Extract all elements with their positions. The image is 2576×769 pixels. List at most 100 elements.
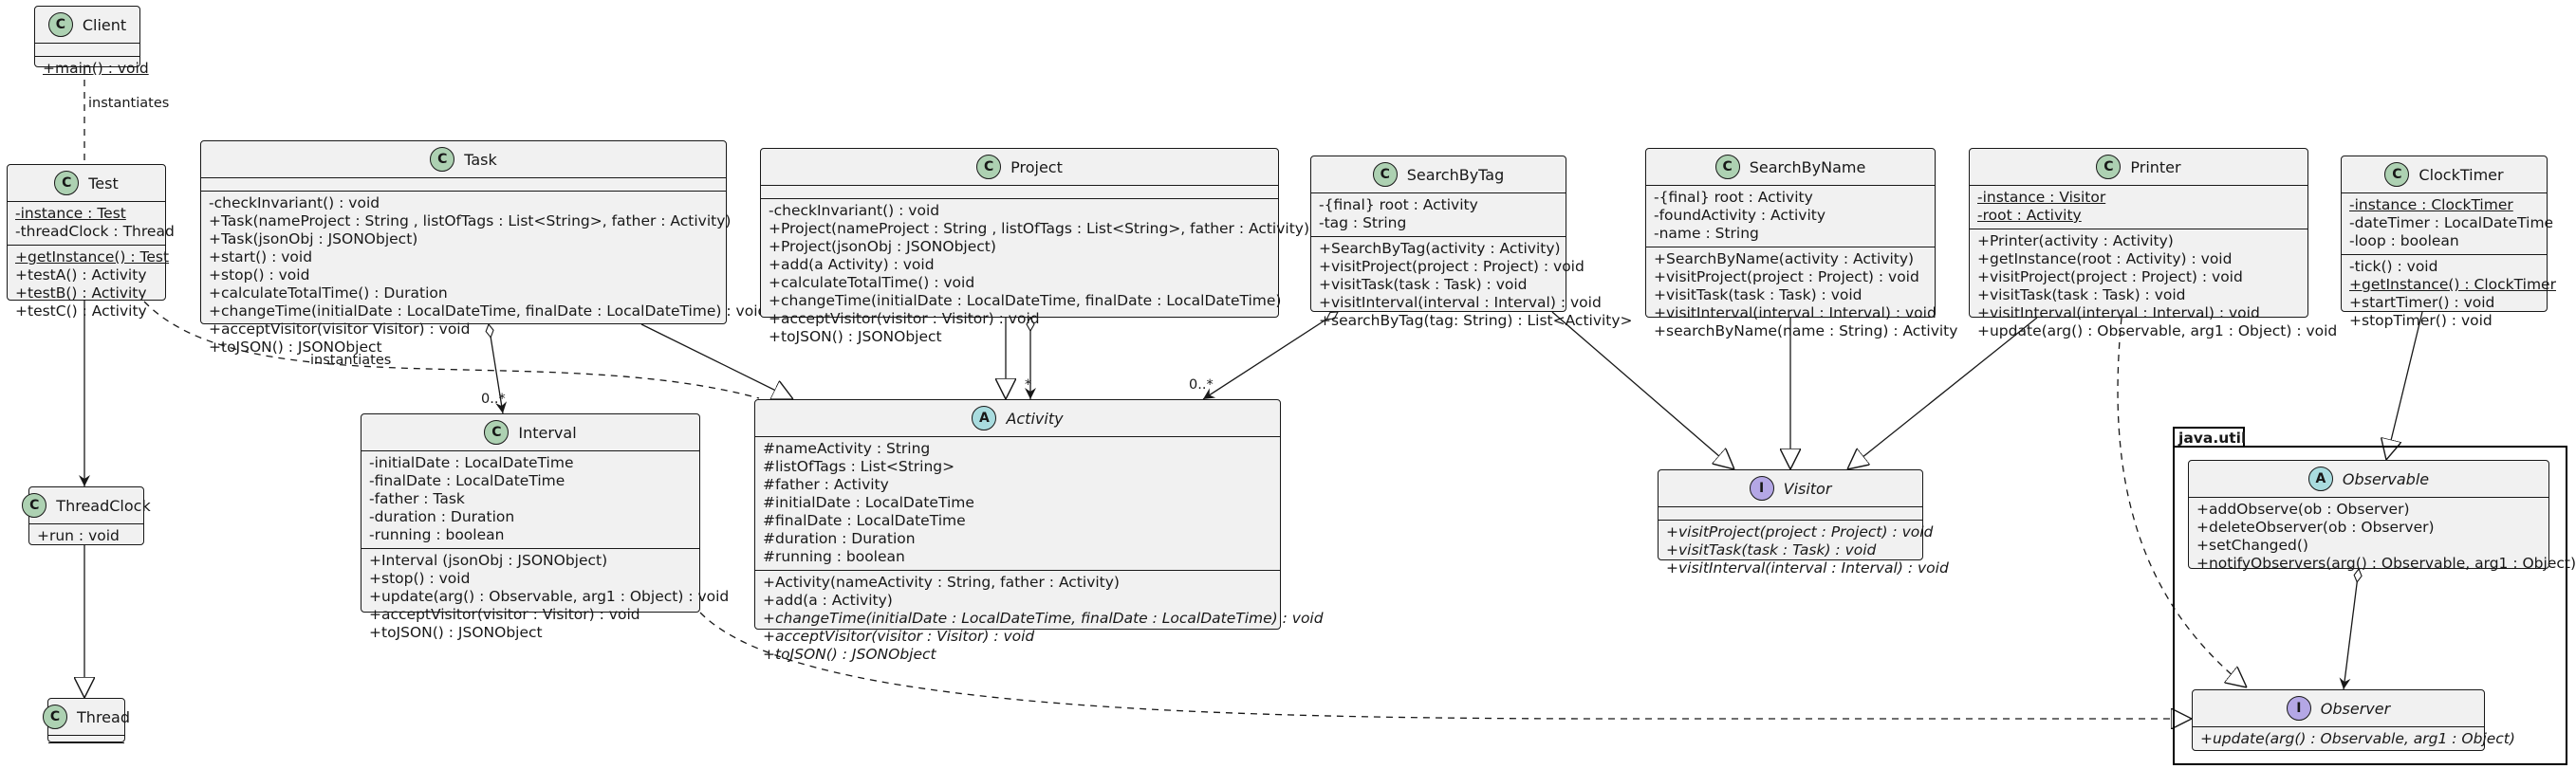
- field: -tag : String: [1319, 214, 1407, 231]
- class-icon: C: [484, 420, 510, 445]
- fields-section: [48, 736, 124, 743]
- method: +acceptVisitor(visitor : Visitor) : void: [769, 310, 1040, 327]
- method: +update(arg() : Observable, arg1 : Objec…: [2200, 730, 2515, 747]
- method: +acceptVisitor(visitor : Visitor) : void: [763, 628, 1035, 645]
- fields-section: -{final} root : Activity -tag : String: [1311, 193, 1566, 237]
- method: +Printer(activity : Activity): [1977, 232, 2174, 249]
- method: +changeTime(initialDate : LocalDateTime,…: [769, 292, 1282, 309]
- class-name: Client: [82, 15, 127, 34]
- field: -instance : ClockTimer: [2349, 196, 2513, 213]
- field: #listOfTags : List<String>: [763, 458, 955, 475]
- class-icon: C: [47, 12, 73, 37]
- field: -name : String: [1654, 225, 1759, 242]
- method: +deleteObserver(ob : Observer): [2196, 519, 2435, 536]
- method: +visitProject(project : Project) : void: [1319, 258, 1585, 275]
- method: +visitProject(project : Project) : void: [1666, 523, 1934, 540]
- class-icon: C: [43, 705, 68, 729]
- method: +visitTask(task : Task) : void: [1319, 276, 1528, 293]
- method: +visitProject(project : Project) : void: [1977, 268, 2243, 285]
- method: +getInstance() : ClockTimer: [2349, 276, 2556, 293]
- field: -foundActivity : Activity: [1654, 207, 1826, 224]
- method: +Task(jsonObj : JSONObject): [209, 230, 418, 247]
- link-clocktimer-observable: [2386, 311, 2423, 460]
- method: +startTimer() : void: [2349, 294, 2495, 311]
- class-observable[interactable]: A Observable +addObserve(ob : Observer) +…: [2188, 460, 2576, 572]
- method: +toJSON() : JSONObject: [769, 328, 942, 345]
- field: -root : Activity: [1977, 207, 2082, 224]
- methods-section: +Activity(nameActivity : String, father …: [755, 571, 1324, 668]
- class-client[interactable]: C Client +main() : void: [34, 6, 149, 77]
- field: -{final} root : Activity: [1654, 189, 1813, 206]
- method: +stop() : void: [209, 266, 310, 284]
- class-name: Observable: [2342, 469, 2430, 488]
- fields-section: [35, 44, 139, 57]
- class-header: C Client: [35, 7, 139, 44]
- method: +changeTime(initialDate : LocalDateTime,…: [763, 610, 1324, 627]
- field: #running : boolean: [763, 548, 905, 565]
- method: +run : void: [37, 527, 120, 544]
- link-searchbytag-visitor: [1551, 311, 1734, 469]
- field: -initialDate : LocalDateTime: [369, 454, 574, 471]
- methods-section: -tick() : void +getInstance() : ClockTim…: [2342, 255, 2556, 334]
- method: +toJSON() : JSONObject: [763, 646, 936, 663]
- method: +toJSON() : JSONObject: [209, 339, 382, 356]
- methods-section: +Interval (jsonObj : JSONObject) +stop()…: [361, 549, 729, 646]
- method: +getInstance(root : Activity) : void: [1977, 250, 2233, 267]
- method: +testB() : Activity: [15, 284, 147, 302]
- class-header: A Observable: [2189, 461, 2548, 498]
- methods-section: -checkInvariant() : void +Task(nameProje…: [201, 192, 768, 360]
- link-printer-visitor: [1847, 317, 2038, 469]
- link-interval-observer: [699, 612, 2192, 719]
- method: +visitInterval(interval : Interval) : vo…: [1319, 294, 1602, 311]
- method: +update(arg() : Observable, arg1 : Objec…: [1977, 322, 2338, 339]
- class-name: Interval: [518, 423, 577, 442]
- class-icon: C: [2096, 155, 2122, 179]
- link-task-interval: [489, 324, 503, 414]
- class-icon: C: [22, 493, 47, 518]
- link-task-activity: [640, 323, 793, 399]
- method: +visitTask(task : Task) : void: [1654, 286, 1863, 303]
- method: -checkInvariant() : void: [769, 202, 940, 219]
- method: +acceptVisitor(visitor : Visitor) : void: [369, 606, 640, 623]
- method: +setChanged(): [2196, 537, 2308, 554]
- method: +calculateTotalTime() : Duration: [209, 284, 448, 302]
- method: +searchByName(name : String) : Activity: [1654, 322, 1958, 339]
- class-name: ClockTimer: [2418, 165, 2504, 184]
- link-observable-observer: [2344, 569, 2359, 690]
- class-name: Project: [1010, 157, 1063, 176]
- field: -dateTimer : LocalDateTime: [2349, 214, 2554, 231]
- link-printer-observer: [2117, 317, 2247, 687]
- method: +searchByTag(tag: String) : List<Activit…: [1319, 312, 1633, 329]
- methods-section: +SearchByName(activity : Activity) +visi…: [1646, 247, 1958, 344]
- abstract-icon: A: [2307, 467, 2333, 491]
- fields-section: -instance : ClockTimer -dateTimer : Loca…: [2342, 193, 2554, 255]
- fields-section: -{final} root : Activity -foundActivity …: [1646, 186, 1935, 247]
- methods-section: +visitProject(project : Project) : void …: [1659, 521, 1949, 581]
- method: +changeTime(initialDate : LocalDateTime,…: [209, 302, 768, 320]
- methods-section: [48, 743, 124, 750]
- methods-section: +getInstance() : Test +testA() : Activit…: [8, 246, 170, 324]
- method: +addObserve(ob : Observer): [2196, 501, 2410, 518]
- method: +getInstance() : Test: [15, 248, 170, 265]
- method: +start() : void: [209, 248, 313, 265]
- method: +main() : void: [43, 60, 149, 77]
- method: +Interval (jsonObj : JSONObject): [369, 552, 608, 569]
